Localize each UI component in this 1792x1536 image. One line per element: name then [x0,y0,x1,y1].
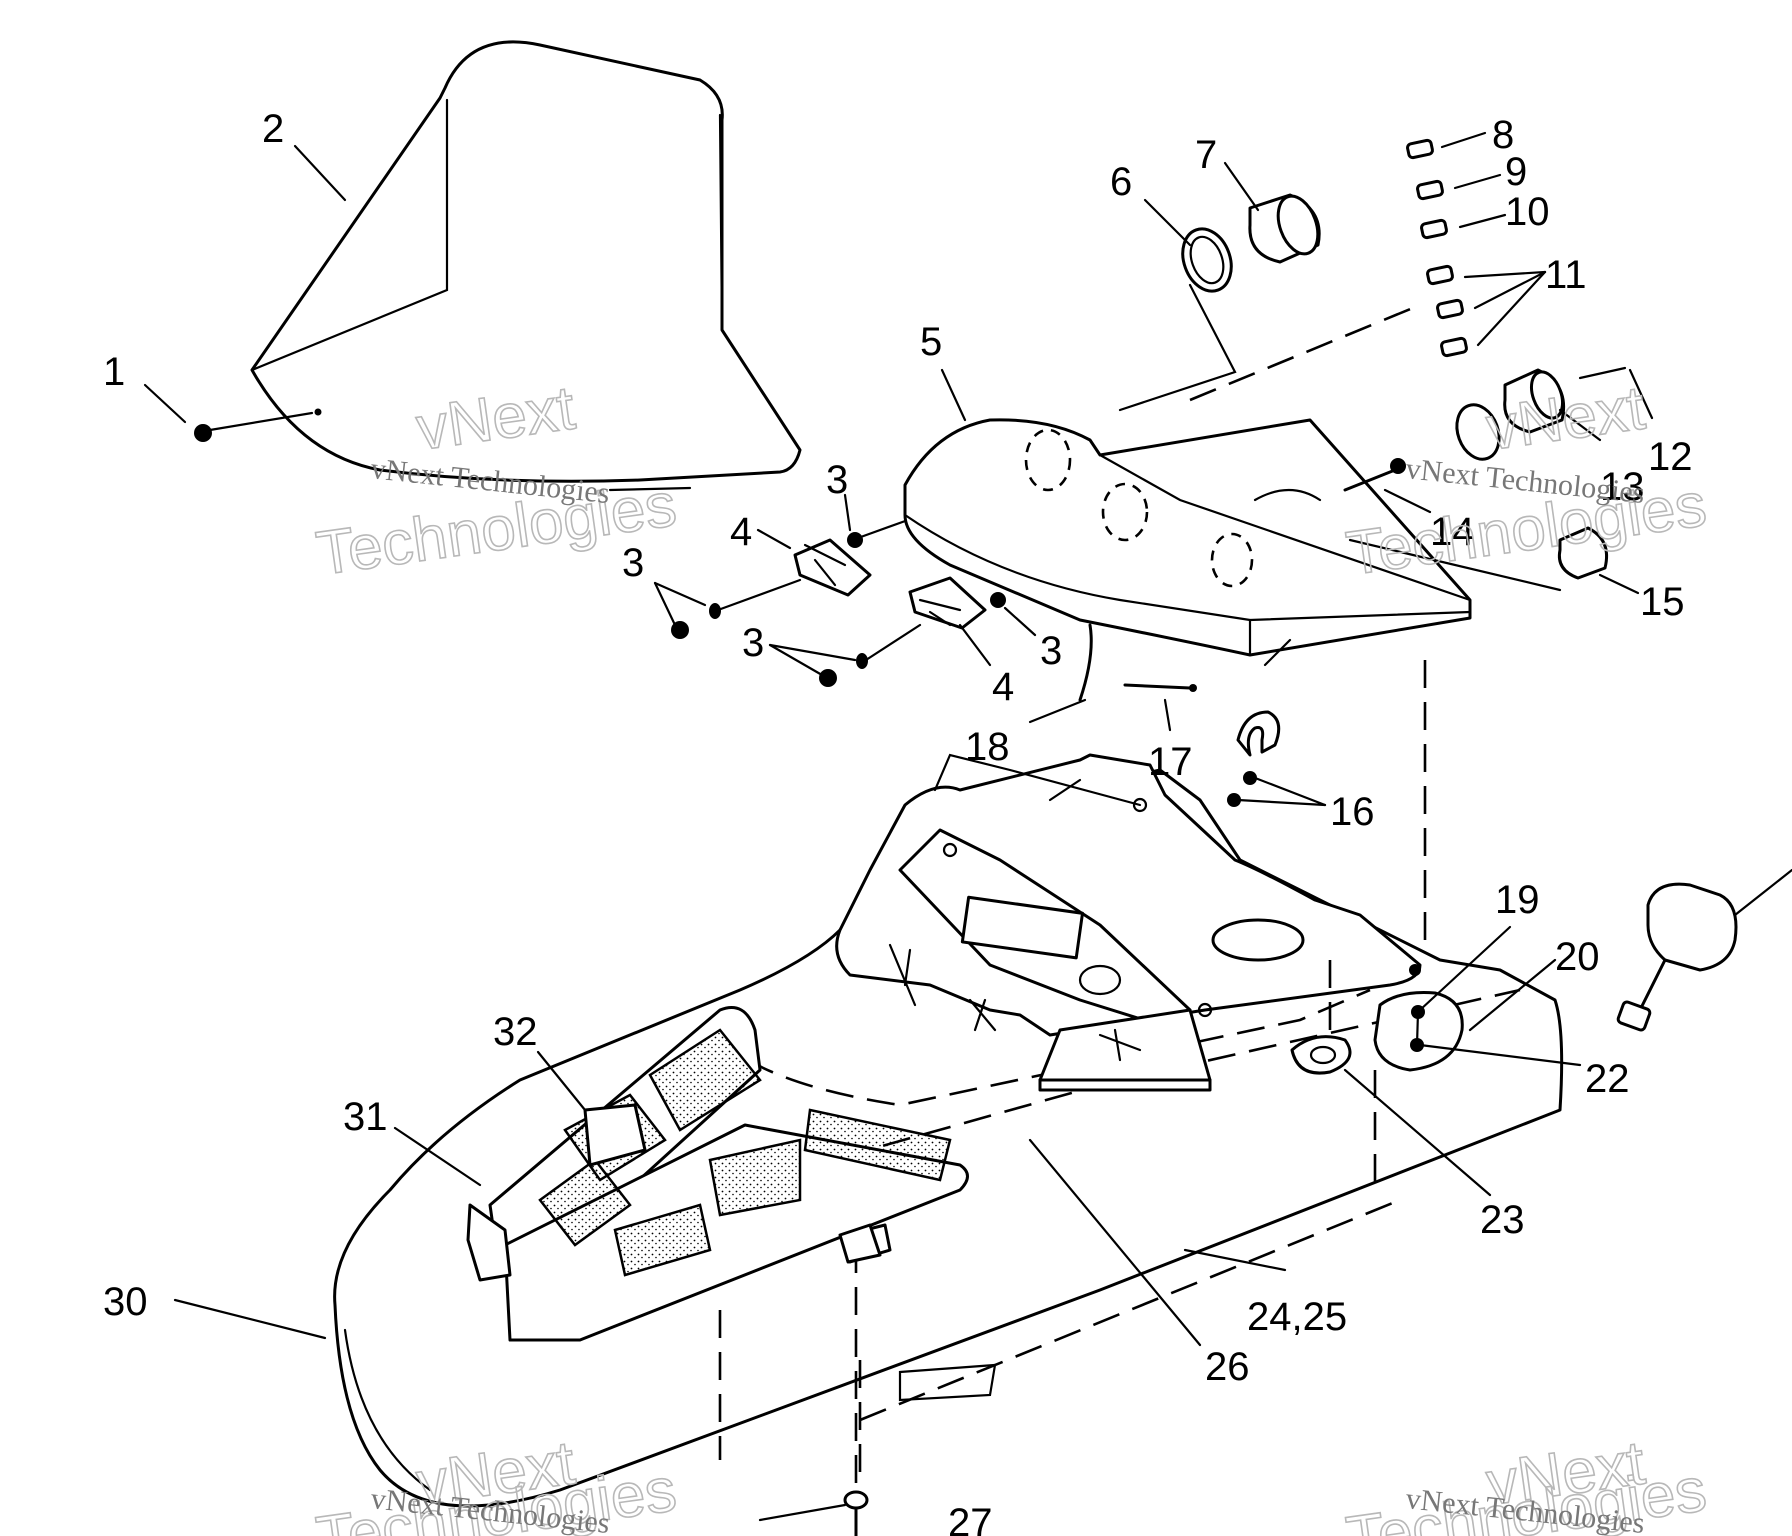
label-16: 16 [1330,790,1375,834]
label-8: 8 [1492,113,1514,157]
plate-part-20 [1373,991,1464,1072]
label-4b: 4 [992,665,1014,709]
label-3b: 3 [622,541,644,585]
gauge-leader [1118,283,1237,412]
cable-part-18 [1078,623,1093,702]
label-6: 6 [1110,160,1132,204]
label-7: 7 [1195,133,1217,177]
watermark-bottom-right: vNext Technologies vNext Technologies [1342,1428,1712,1536]
label-17: 17 [1148,740,1193,784]
dash-panel-part-5 [903,418,1472,657]
callout-labels: 1 2 3 3 3 3 4 4 5 6 7 8 9 10 11 12 13 14… [103,107,1693,1536]
gauge-leader-2 [1348,538,1562,592]
label-12: 12 [1648,435,1693,479]
pin-part-17 [1123,683,1197,692]
gauge-part-15 [1557,526,1609,580]
label-9: 9 [1505,150,1527,194]
label-22: 22 [1585,1057,1630,1101]
clip-part-16 [1227,710,1281,807]
gauge-ring-part-6 [1181,227,1233,293]
label-32: 32 [493,1010,538,1054]
label-24-25: 24,25 [1247,1295,1347,1339]
label-3c: 3 [742,621,764,665]
mirror-part [1616,868,1792,1032]
screw-part-14 [1343,458,1406,492]
label-10: 10 [1505,190,1550,234]
label-30: 30 [103,1280,148,1324]
label-23: 23 [1480,1198,1525,1242]
console-top [835,753,1422,1092]
label-4a: 4 [730,510,752,554]
label-13: 13 [1600,465,1645,509]
gauge-part-7 [1248,193,1321,264]
label-19: 19 [1495,878,1540,922]
screw-part-1 [194,408,322,442]
windshield-part [250,40,802,492]
label-27: 27 [948,1501,993,1536]
grommet-part-23 [1290,1035,1352,1075]
gauge-part-12 [1503,366,1627,434]
label-26: 26 [1205,1345,1250,1389]
label-20: 20 [1555,935,1600,979]
watermark-top-right: vNext Technologies vNext Technologies [1342,373,1712,590]
fastener-part-27 [758,1223,882,1536]
label-3a: 3 [826,458,848,502]
label-15: 15 [1640,580,1685,624]
label-3d: 3 [1040,629,1062,673]
lens-group-8-11 [1406,138,1468,358]
label-14: 14 [1430,510,1475,554]
bracket-part-4-lower [908,576,987,630]
label-11: 11 [1545,253,1587,297]
bracket-part-4-upper [793,538,872,597]
watermark-bottom-left: vNext Technologies vNext Technologies [312,1428,682,1536]
clip-leader [1263,638,1292,667]
label-2: 2 [262,107,284,151]
ring-part-13 [1455,403,1501,461]
leader-lines [143,131,1654,1347]
label-18: 18 [965,725,1010,769]
label-5: 5 [920,320,942,364]
label-31: 31 [343,1095,388,1139]
label-1: 1 [103,350,125,394]
